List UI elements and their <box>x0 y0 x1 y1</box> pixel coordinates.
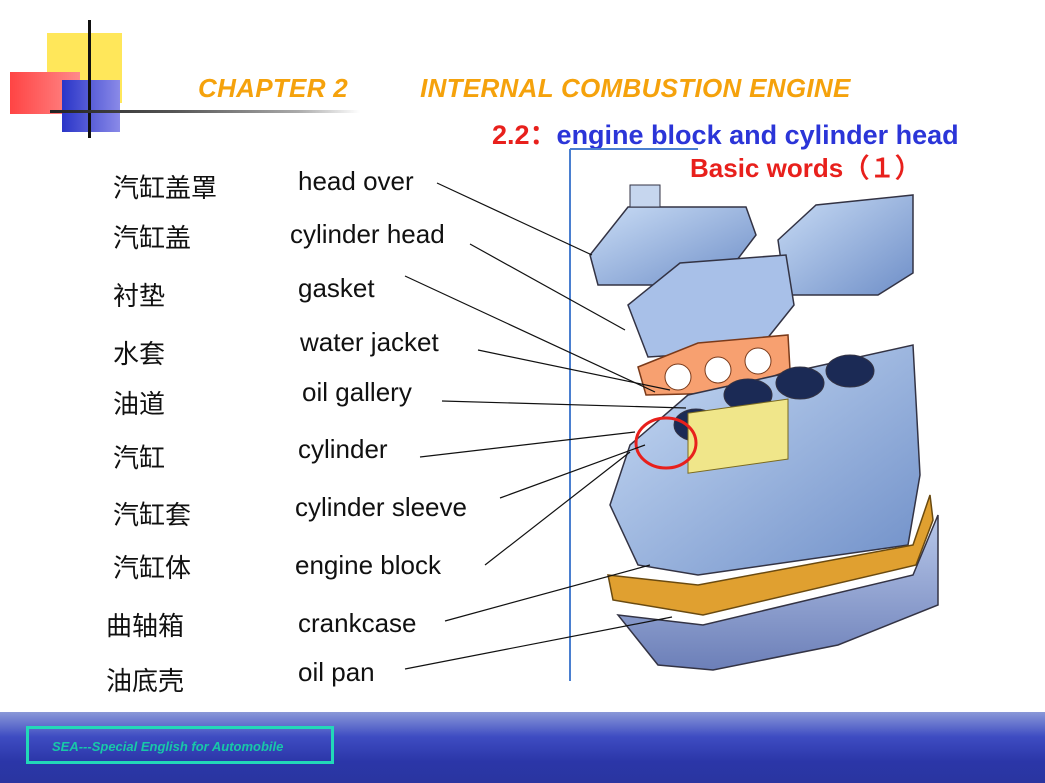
term-cn-oil-gallery: 油道 <box>113 384 165 421</box>
term-en-crankcase: crankcase <box>298 608 417 639</box>
footer-text: SEA---Special English for Automobile <box>52 739 283 754</box>
term-cn-gasket: 衬垫 <box>113 276 165 313</box>
term-en-cylinder: cylinder <box>298 434 388 465</box>
term-en-gasket: gasket <box>298 273 375 304</box>
term-cn-cylinder-head: 汽缸盖 <box>113 218 191 255</box>
term-cn-water-jacket: 水套 <box>113 334 165 371</box>
term-en-engine-block: engine block <box>295 550 441 581</box>
term-cn-cylinder: 汽缸 <box>113 438 165 475</box>
term-en-cylinder-sleeve: cylinder sleeve <box>295 492 467 523</box>
term-cn-oil-pan: 油底壳 <box>106 661 184 698</box>
term-en-head-over: head over <box>298 166 414 197</box>
term-cn-head-over: 汽缸盖罩 <box>113 168 217 205</box>
term-cn-engine-block: 汽缸体 <box>113 548 191 585</box>
term-cn-cylinder-sleeve: 汽缸套 <box>113 495 191 532</box>
term-en-oil-gallery: oil gallery <box>302 377 412 408</box>
term-en-water-jacket: water jacket <box>300 327 439 358</box>
term-en-oil-pan: oil pan <box>298 657 375 688</box>
term-en-cylinder-head: cylinder head <box>290 219 445 250</box>
term-cn-crankcase: 曲轴箱 <box>106 606 184 643</box>
